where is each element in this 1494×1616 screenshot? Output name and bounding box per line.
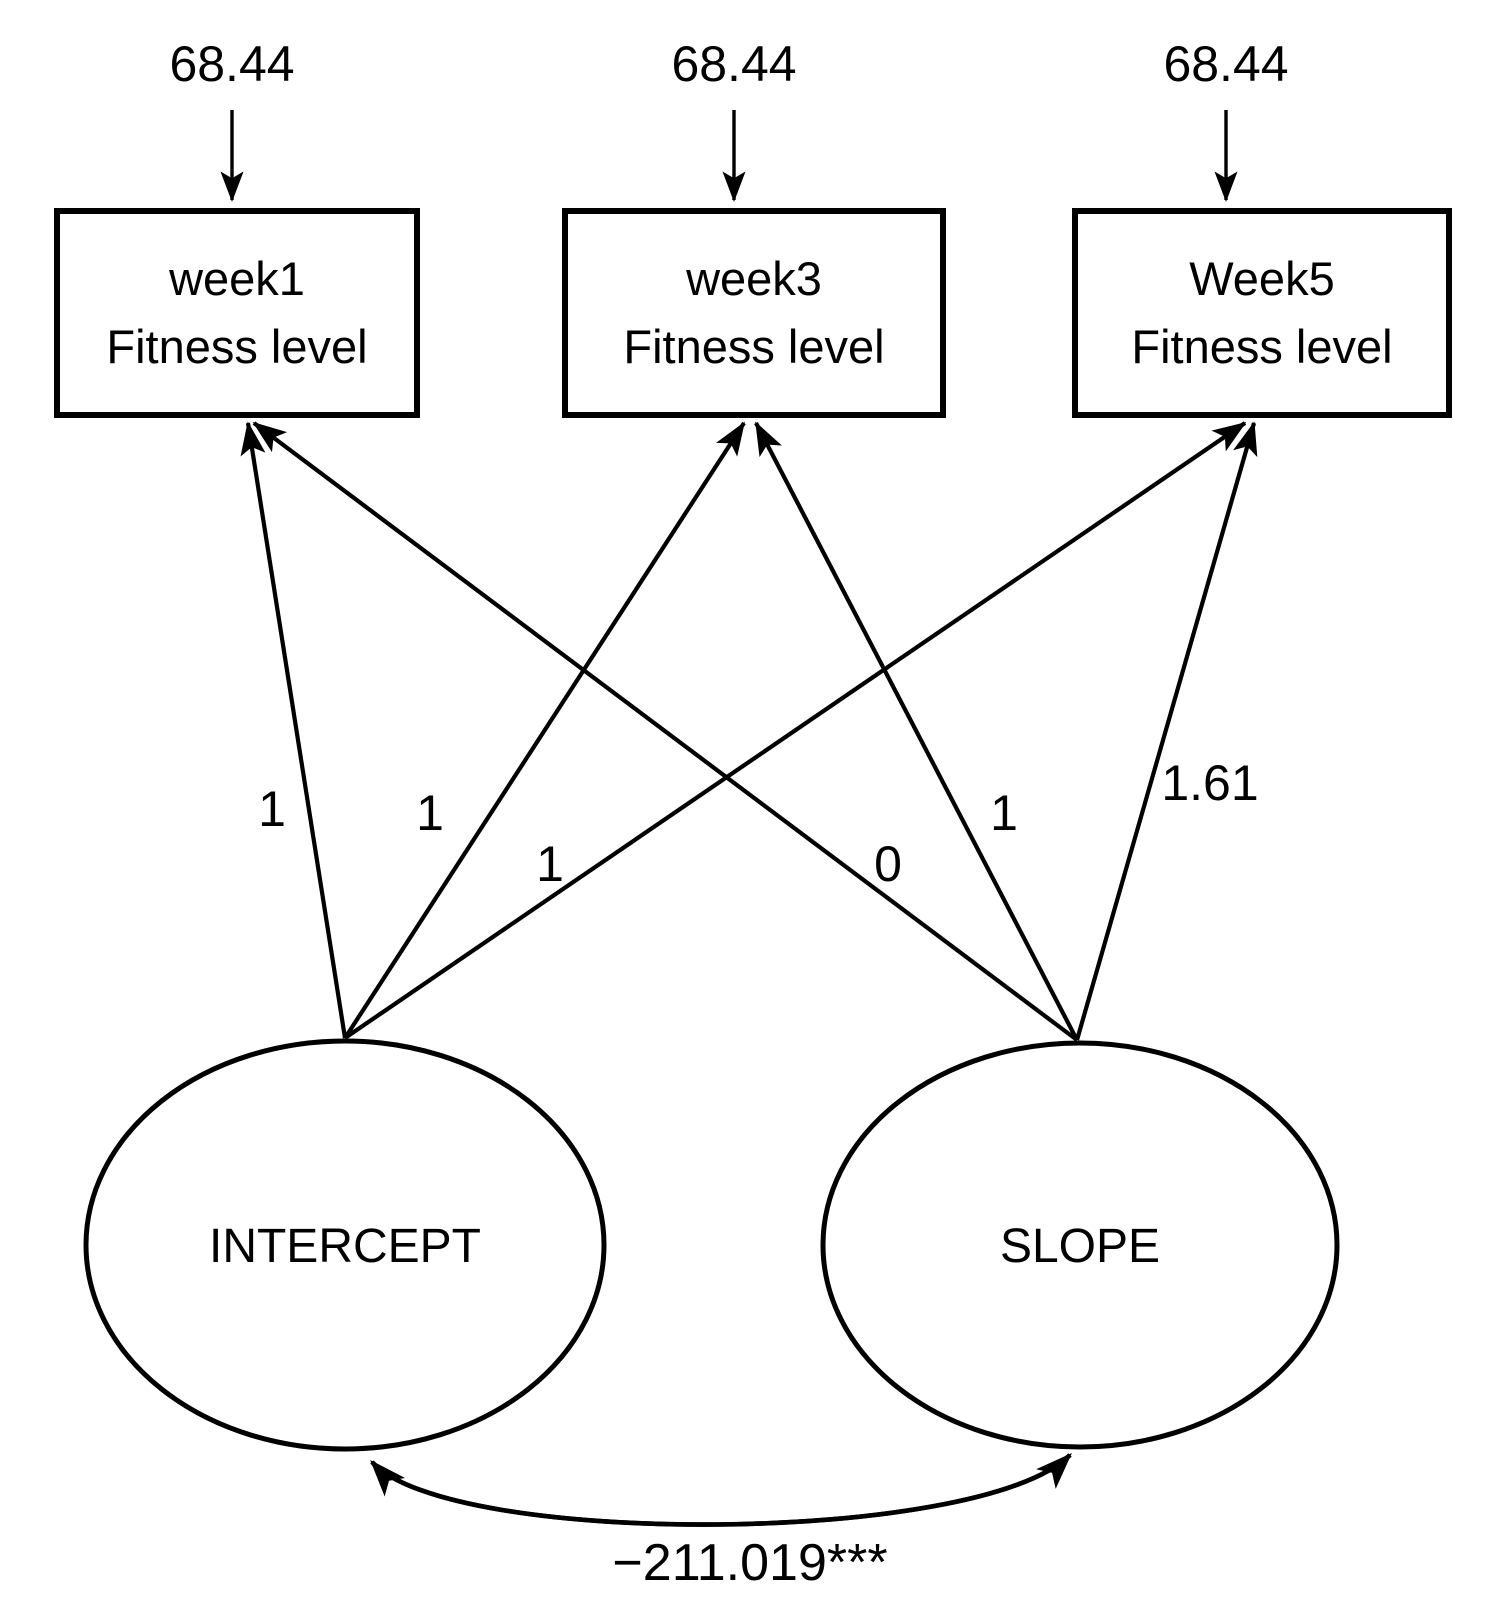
residual-labels-group: 68.44 68.44 68.44	[169, 36, 1288, 92]
latent-ellipse-intercept	[83, 1038, 607, 1452]
residual-arrows-group	[220, 110, 1238, 203]
path-intercept-to-week1	[240, 421, 348, 1039]
residual-value-week1: 68.44	[169, 36, 294, 92]
loading-label-slope-week3: 1	[990, 785, 1018, 841]
path-slope-to-week5	[1074, 421, 1258, 1041]
loading-labels-group: 1 1 1 0 1 1.61	[258, 755, 1259, 892]
path-intercept-to-week3	[343, 421, 746, 1040]
covariance-curve-left-to-right	[370, 1453, 1072, 1527]
loading-label-intercept-week5: 1	[536, 836, 564, 892]
observed-box-week5	[1072, 208, 1452, 418]
latent-label-intercept: INTERCEPT	[209, 1220, 481, 1273]
residual-value-week3: 68.44	[671, 36, 796, 92]
slope-loading-paths-group	[252, 421, 1258, 1042]
loading-label-slope-week5: 1.61	[1161, 755, 1258, 811]
observed-label-week3-line2: Fitness level	[623, 320, 884, 373]
latent-ellipses-group	[83, 1038, 1340, 1452]
covariance-value-label: −211.019***	[612, 1534, 887, 1592]
covariance-group	[370, 1453, 1072, 1527]
observed-label-week5-line1: Week5	[1189, 252, 1334, 305]
loading-label-slope-week1: 0	[874, 836, 902, 892]
covariance-curve-right-to-left	[370, 1453, 1072, 1527]
observed-labels-group: week1 Fitness level week3 Fitness level …	[106, 252, 1392, 373]
latent-labels-group: INTERCEPT SLOPE	[209, 1220, 1160, 1273]
observed-box-week1	[54, 208, 420, 418]
observed-boxes-group	[54, 208, 1452, 418]
loading-label-intercept-week3: 1	[416, 785, 444, 841]
intercept-loading-paths-group	[240, 421, 1247, 1040]
path-intercept-to-week5	[343, 421, 1247, 1040]
latent-ellipse-slope	[820, 1040, 1340, 1450]
latent-label-slope: SLOPE	[1000, 1220, 1160, 1273]
path-slope-to-week1	[252, 421, 1079, 1042]
observed-label-week1-line2: Fitness level	[106, 320, 367, 373]
observed-label-week5-line2: Fitness level	[1131, 320, 1392, 373]
residual-value-week5: 68.44	[1163, 36, 1288, 92]
observed-box-week3	[562, 208, 946, 418]
observed-label-week3-line1: week3	[685, 252, 822, 305]
loading-label-intercept-week1: 1	[258, 781, 286, 837]
observed-label-week1-line1: week1	[168, 252, 305, 305]
path-slope-to-week3	[754, 421, 1079, 1041]
